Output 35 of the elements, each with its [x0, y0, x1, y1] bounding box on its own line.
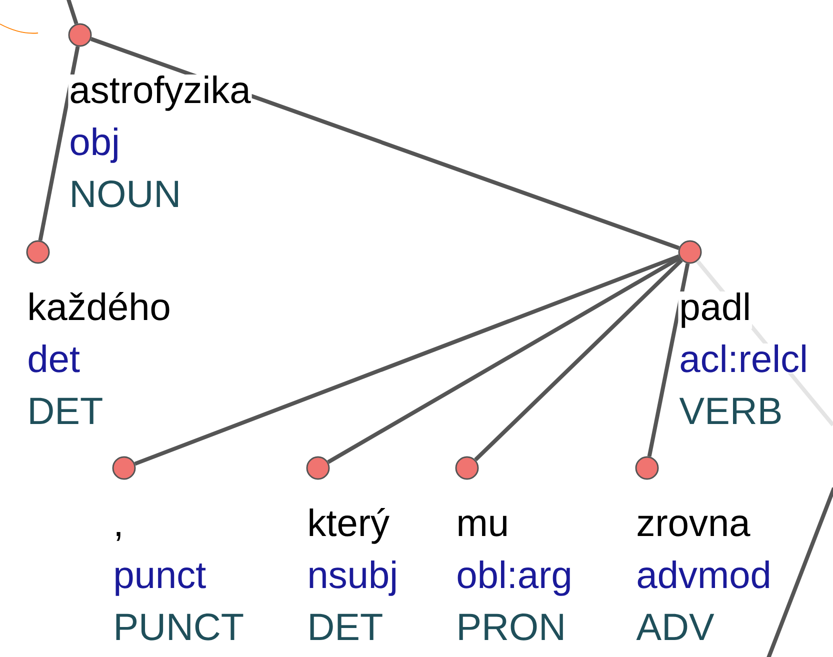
relation-label: punct: [112, 562, 208, 597]
tree-edge: [474, 258, 683, 462]
token-dot: [26, 240, 50, 264]
tag-label: NOUN: [68, 179, 182, 208]
word: každého: [26, 291, 172, 322]
relation-label: acl:relcl: [678, 343, 810, 374]
token-dot: [455, 456, 479, 480]
word: zrovna: [635, 514, 752, 538]
word: který: [306, 507, 391, 545]
tag-label: PRON: [455, 612, 567, 642]
tree-edge: [327, 256, 681, 464]
token-dot: [306, 456, 330, 480]
relation-label: obl:arg: [455, 559, 574, 597]
token-dot: [678, 240, 702, 264]
word: ,: [112, 530, 125, 542]
tree-edge: [38, 46, 80, 241]
word: astrofyzika: [68, 74, 252, 112]
tag-label: PUNCT: [112, 612, 246, 642]
tree-edge: [90, 37, 680, 250]
relation-label: advmod: [635, 559, 772, 590]
tag-label: ADV: [635, 612, 716, 641]
token-dot: [112, 456, 136, 480]
token-dot: [635, 456, 659, 480]
tag-label: DET: [26, 396, 104, 425]
tag-label: DET: [306, 612, 384, 641]
token-dot: [68, 23, 92, 47]
relation-label: obj: [68, 126, 121, 164]
tree-edge: [66, 0, 78, 24]
word: mu: [455, 514, 510, 538]
tree-edge: [134, 254, 680, 466]
relation-label: det: [26, 343, 82, 374]
relation-label: nsubj: [306, 559, 400, 597]
word: padl: [678, 291, 752, 329]
tag-label: VERB: [678, 396, 784, 425]
tree-edge: [647, 263, 690, 457]
